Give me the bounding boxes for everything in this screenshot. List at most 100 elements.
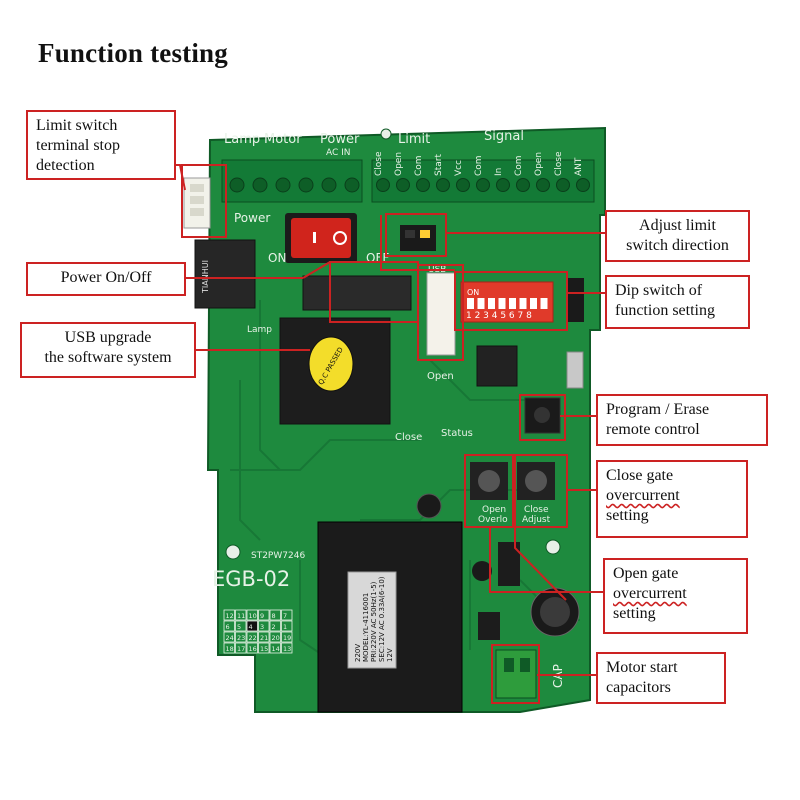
grid-number: 17 [237,645,245,653]
callout-line: Motor start [606,659,678,676]
callout-line: Open gate [613,565,679,582]
grid-number: 2 [272,623,276,631]
transformer-text-line: 220V [354,644,362,662]
silk-power-label: Power [234,211,270,225]
power-switch-rocker [291,218,351,258]
silk-open-pot: Open [482,505,506,515]
terminal-screws-left [229,177,360,193]
terminal-block-left [221,159,363,203]
microcontroller [476,345,518,387]
terminal-screw [536,178,550,192]
terminal-label: ANT [574,157,584,176]
terminal-screw [396,178,410,192]
terminal-label: Com [514,155,524,176]
silk-ac-in: AC IN [326,148,351,158]
callout-line: terminal stop [36,137,120,154]
silk-lamp: Lamp [224,132,260,147]
grid-number: 6 [226,623,230,631]
grid-cell [269,631,281,643]
grid-number: 14 [272,645,280,653]
dip-lever[interactable] [519,298,527,309]
dip-on-label: ON [467,288,479,297]
grid-number: 3 [260,623,264,631]
dip-lever[interactable] [467,298,474,309]
grid-cell [281,631,293,643]
mount-hole [225,544,241,560]
grid-cell [258,642,270,654]
grid-number: 11 [237,612,245,620]
dip-numbers: 1 2 3 4 5 6 7 8 [466,311,532,321]
grid-number: 21 [260,634,268,642]
grid-number: 16 [249,645,257,653]
dip-lever[interactable] [498,298,506,309]
pin-header [566,278,584,322]
grid-number: 12 [226,612,234,620]
terminal-screw [576,178,590,192]
dip-lever[interactable] [530,298,537,309]
dip-lever[interactable] [477,298,485,309]
dip-lever[interactable] [540,298,548,309]
terminal-screw [344,177,360,193]
page-title: Function testing [38,38,228,68]
dip-lever[interactable] [488,298,495,309]
silk-on: ON [268,251,286,265]
grid-number: 19 [283,634,291,642]
highlight-boxes [181,164,568,704]
grid-cell [223,620,235,632]
grid-number: 4 [249,623,253,631]
callout-open-gate: Open gate overcurrent setting [603,558,748,634]
callout-line: setting [613,605,656,622]
connector-block [302,275,412,311]
terminal-label: Open [394,152,404,176]
dip-lever[interactable] [509,298,516,309]
relay [194,239,256,309]
usb-connector [426,272,456,356]
grid-number: 10 [249,612,257,620]
terminal-label: Start [434,154,444,176]
callout-lines [175,164,605,676]
grid-cell [269,642,281,654]
silk-motor: Motor [264,132,302,147]
terminal-screw [376,178,390,192]
grid-cell [269,620,281,632]
mount-hole [380,128,392,140]
terminal-label: Close [554,151,564,176]
cap-left [472,561,492,581]
callout-motor-start: Motor start capacitors [596,652,726,704]
terminal-label: Com [414,155,424,176]
dip-switch [460,281,554,323]
grid-number: 23 [237,634,245,642]
silk-status: Status [441,428,473,439]
terminal-screw [516,178,530,192]
terminal-screw [252,177,268,193]
qc-sticker [308,336,354,392]
mount-hole [545,539,561,555]
grid-cell [281,642,293,654]
grid-cell [246,620,258,632]
callout-line: Adjust limit [639,217,716,234]
terminal-label: Com [474,155,484,176]
terminal-screw [416,178,430,192]
terminal-screws-right [376,178,590,192]
mosfet [498,542,520,586]
callout-limit-switch: Limit switch terminal stop detection [26,110,176,180]
callout-line: setting [606,507,649,524]
small-capacitor [416,493,442,519]
grid-cell [258,631,270,643]
callout-line: USB upgrade [64,329,152,346]
callout-program-erase: Program / Erase remote control [596,394,768,446]
serial-label: ST2PW7246 [251,551,305,561]
grid-cell [258,609,270,621]
silk-lamp-small: Lamp [247,325,272,335]
grid-cell [269,609,281,621]
grid-cell [235,609,247,621]
silk-open: Open [427,371,454,382]
terminal-label: Close [374,151,384,176]
grid-cell [235,642,247,654]
grid-number: 22 [249,634,257,642]
grid-number: 24 [226,634,234,642]
callout-usb: USB upgrade the software system [20,322,196,378]
